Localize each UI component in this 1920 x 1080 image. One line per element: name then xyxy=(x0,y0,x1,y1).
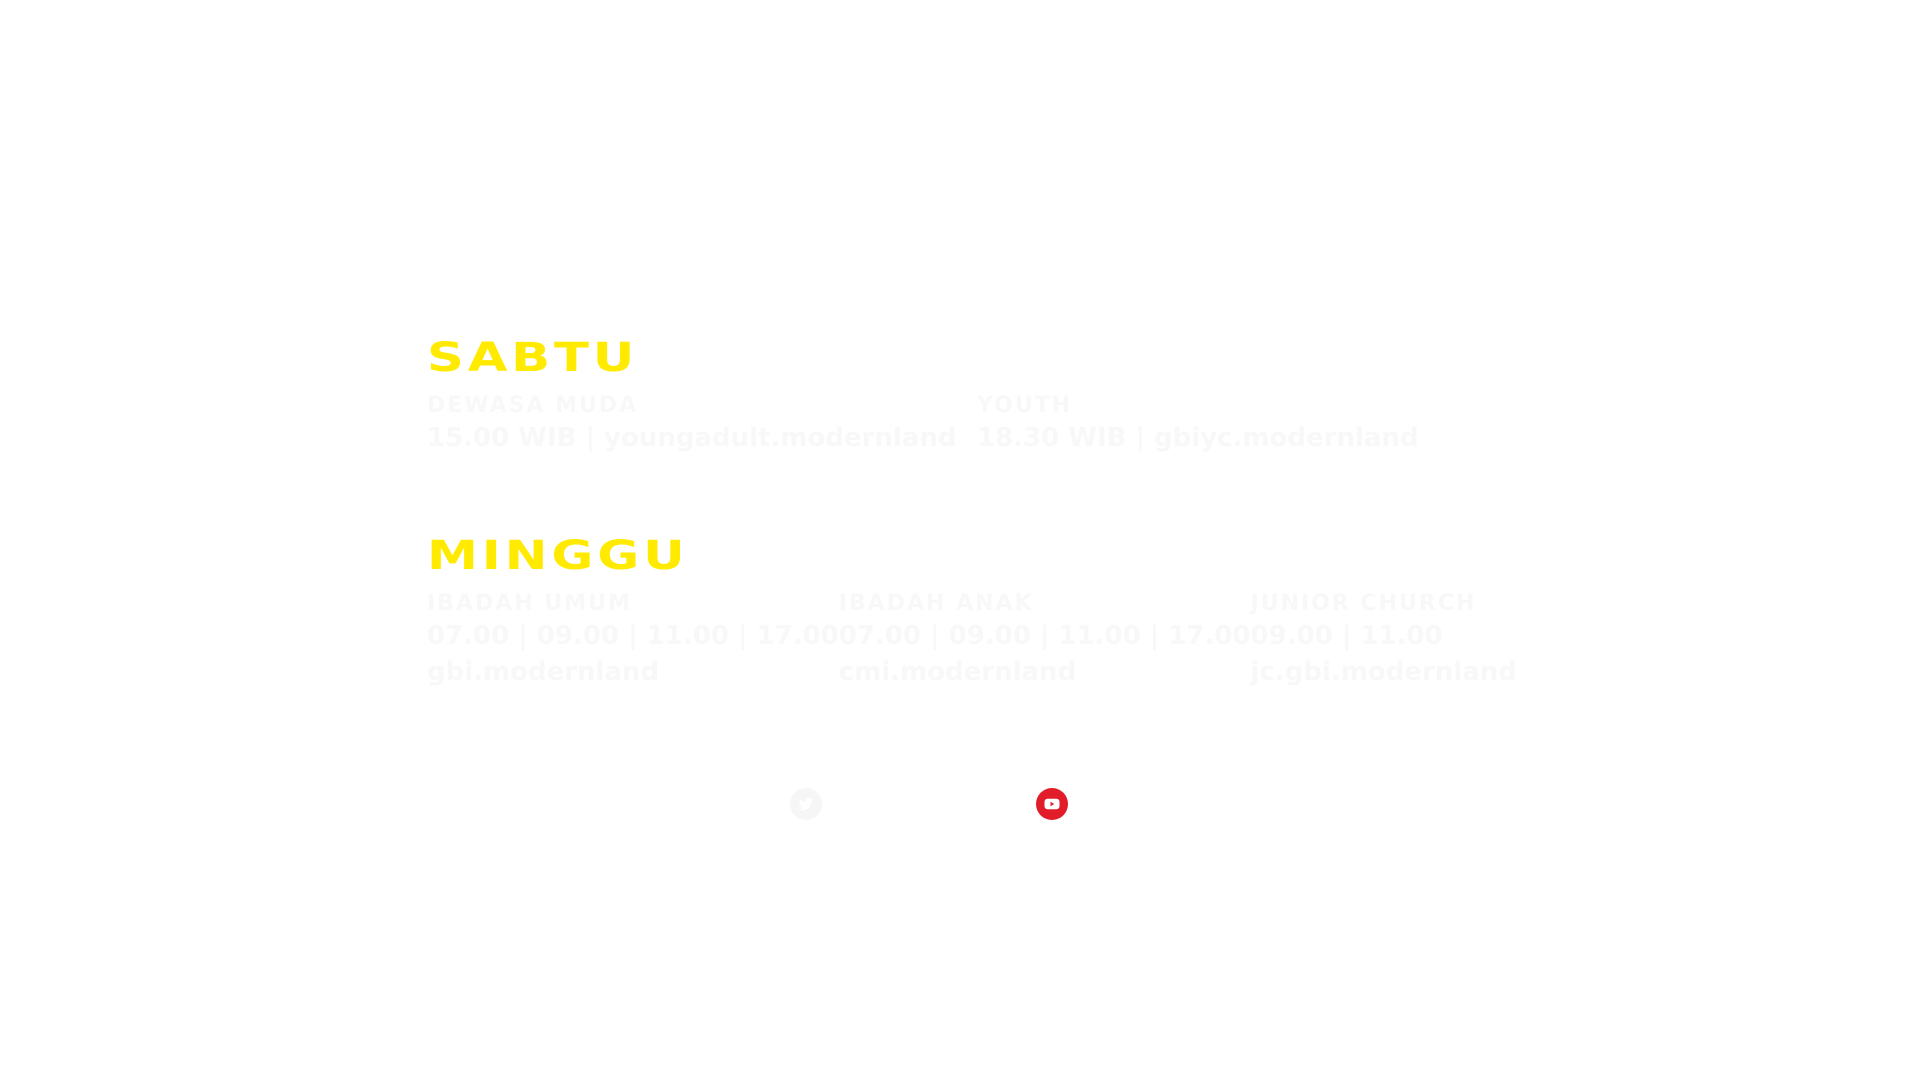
event-account: jc.gbi.modernland xyxy=(1250,657,1517,687)
event-name: YOUTH xyxy=(977,393,1073,418)
event-dewasa-muda: DEWASA MUDA 15.00 WIB | youngadult.moder… xyxy=(427,392,977,456)
event-ibadah-anak: IBADAH ANAK 07.00 | 09.00 | 11.00 | 17.0… xyxy=(839,590,1251,690)
twitter-icon xyxy=(797,797,814,811)
event-name: IBADAH ANAK xyxy=(838,591,1034,616)
events-sabtu: DEWASA MUDA 15.00 WIB | youngadult.moder… xyxy=(427,392,1527,456)
event-name: JUNIOR CHURCH xyxy=(1250,591,1477,616)
event-times: 09.00 | 11.00 xyxy=(1250,621,1443,651)
day-title-sabtu: SABTU xyxy=(427,335,639,381)
event-account: gbi.modernland xyxy=(427,657,660,687)
youtube-link[interactable] xyxy=(1036,788,1068,820)
event-times: 07.00 | 09.00 | 11.00 | 17.00 xyxy=(838,621,1251,651)
event-detail: 15.00 WIB | youngadult.modernland xyxy=(427,423,957,453)
events-minggu: IBADAH UMUM 07.00 | 09.00 | 11.00 | 17.0… xyxy=(427,590,1527,690)
event-junior-church: JUNIOR CHURCH 09.00 | 11.00 jc.gbi.moder… xyxy=(1251,590,1527,690)
event-account: cmi.modernland xyxy=(838,657,1077,687)
day-block-sabtu: SABTU DEWASA MUDA 15.00 WIB | youngadult… xyxy=(427,338,1527,456)
twitter-link[interactable] xyxy=(790,788,822,820)
day-block-minggu: MINGGU IBADAH UMUM 07.00 | 09.00 | 11.00… xyxy=(427,536,1527,690)
social-links xyxy=(790,788,1068,820)
event-name: IBADAH UMUM xyxy=(427,591,632,616)
event-ibadah-umum: IBADAH UMUM 07.00 | 09.00 | 11.00 | 17.0… xyxy=(427,590,839,690)
day-title-minggu: MINGGU xyxy=(427,533,689,579)
event-name: DEWASA MUDA xyxy=(427,393,639,418)
event-times: 07.00 | 09.00 | 11.00 | 17.00 xyxy=(427,621,839,651)
youtube-icon xyxy=(1044,798,1060,810)
event-detail: 18.30 WIB | gbiyc.modernland xyxy=(977,423,1419,453)
event-youth: YOUTH 18.30 WIB | gbiyc.modernland xyxy=(977,392,1527,456)
schedule-section: SABTU DEWASA MUDA 15.00 WIB | youngadult… xyxy=(427,338,1527,690)
